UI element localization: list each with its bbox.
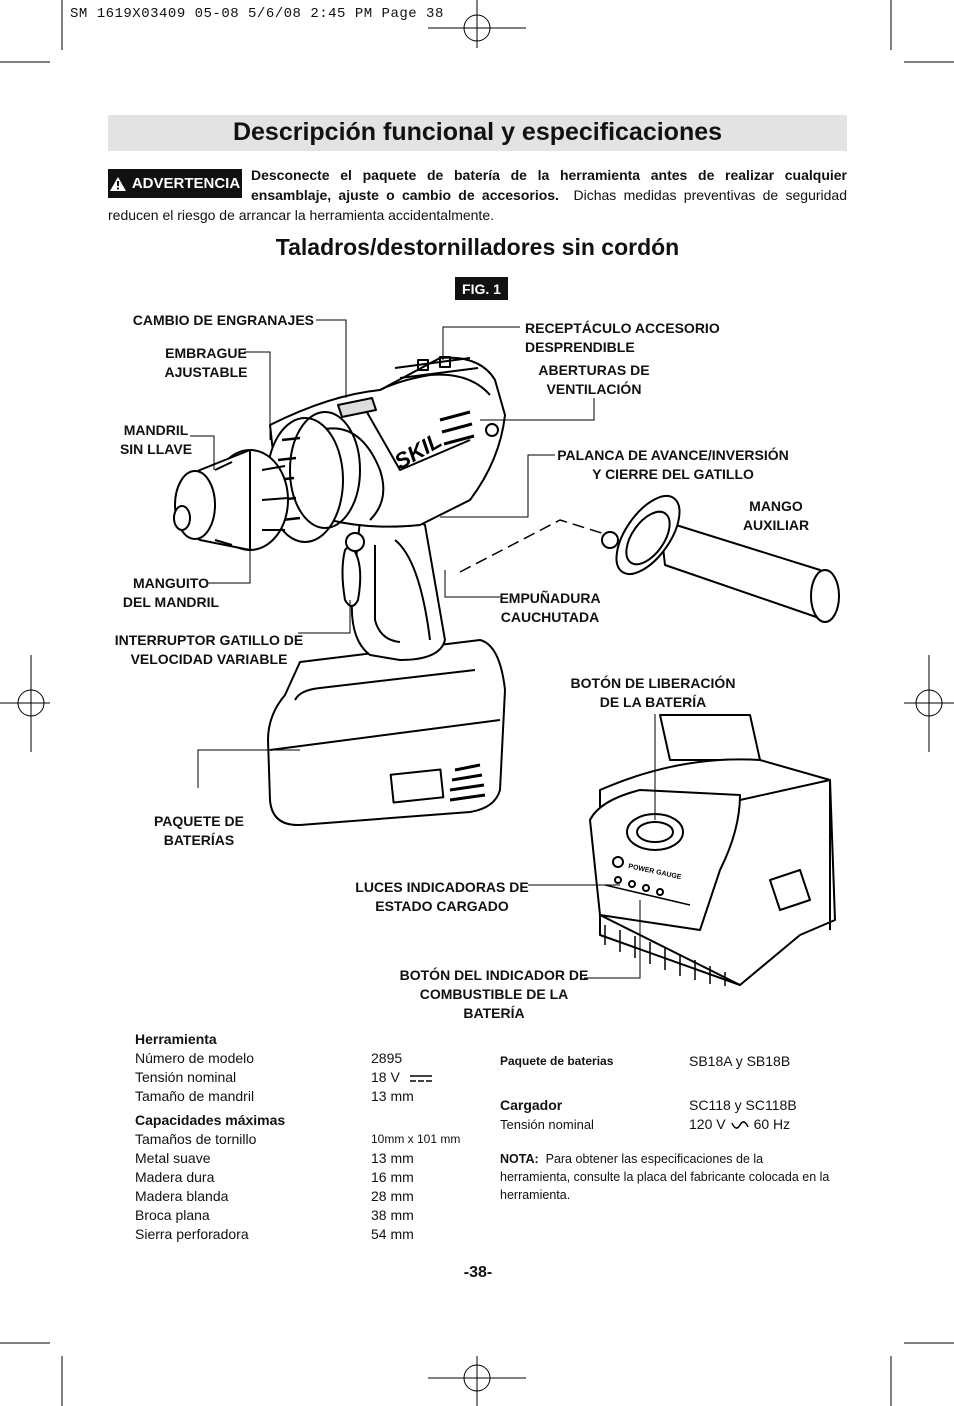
- spec-row: Sierra perforadora 54 mm: [135, 1225, 475, 1244]
- spec-value: 13 mm: [371, 1150, 414, 1166]
- spec-row: Metal suave 13 mm: [135, 1149, 475, 1168]
- callout-vents-line1: ABERTURAS DE: [538, 362, 650, 378]
- rated-frequency-value: 60 Hz: [753, 1116, 791, 1132]
- callout-fuel-line2: COMBUSTIBLE DE LA BATERÍA: [419, 986, 569, 1021]
- note-text: Para obtener las especificaciones de la …: [500, 1152, 830, 1202]
- callout-clutch: EMBRAGUE AJUSTABLE: [150, 344, 262, 382]
- figure-label: FIG. 1: [455, 277, 508, 300]
- callout-grip-line2: CAUCHUTADA: [500, 609, 600, 625]
- spec-row: Tamaño de mandril 13 mm: [135, 1087, 475, 1106]
- dc-symbol-icon: [409, 1075, 432, 1082]
- callout-gear-change: CAMBIO DE ENGRANAJES: [132, 312, 314, 328]
- spec-label: Tamaño de mandril: [135, 1088, 255, 1104]
- callout-accessory: RECEPTÁCULO ACCESORIO DESPRENDIBLE: [525, 320, 720, 355]
- callout-aux-line2: AUXILIAR: [742, 517, 810, 533]
- spec-label: Tensión nominal: [135, 1069, 237, 1085]
- callout-sleeve-line2: DEL MANDRIL: [122, 594, 220, 610]
- tool-heading: Herramienta: [135, 1031, 217, 1047]
- warning-normal: Dichas medidas preventivas de seguridad …: [108, 187, 847, 223]
- capacities-heading: Capacidades máximas: [135, 1112, 286, 1128]
- warning-triangle-icon: [109, 176, 126, 191]
- spec-label: Sierra perforadora: [135, 1226, 249, 1242]
- callout-lights-line1: LUCES INDICADORAS DE: [355, 879, 529, 895]
- callout-aux-line1: MANGO: [749, 498, 803, 514]
- battery-pack-label: Paquete de baterias: [500, 1054, 614, 1068]
- callout-rubber-grip: EMPUÑADURA CAUCHUTADA: [494, 589, 606, 627]
- callout-sleeve-line1: MANGUITO: [133, 575, 209, 591]
- callout-release-line2: DE LA BATERÍA: [599, 694, 707, 710]
- spec-row: Madera dura 16 mm: [135, 1168, 475, 1187]
- spec-row: Madera blanda 28 mm: [135, 1187, 475, 1206]
- callout-battery-line1: PAQUETE DE: [154, 813, 244, 829]
- spec-value: 18 V: [371, 1069, 400, 1085]
- callout-lever-line2: Y CIERRE DEL GATILLO: [592, 466, 754, 482]
- rated-voltage-label: Tensión nominal: [500, 1117, 594, 1132]
- warning-badge: ADVERTENCIA: [108, 169, 242, 198]
- callout-battery-pack: PAQUETE DE BATERÍAS: [140, 812, 258, 850]
- ac-symbol-icon: [730, 1121, 749, 1129]
- print-slug: SM 1619X03409 05-08 5/6/08 2:45 PM Page …: [70, 6, 444, 22]
- section-subtitle: Taladros/destornilladores sin cordón: [275, 234, 680, 260]
- callout-clutch-line1: EMBRAGUE: [165, 345, 247, 361]
- callout-release-line1: BOTÓN DE LIBERACIÓN: [570, 675, 736, 691]
- page-title: Descripción funcional y especificaciones: [232, 118, 723, 146]
- callout-trigger: INTERRUPTOR GATILLO DE VELOCIDAD VARIABL…: [112, 631, 306, 669]
- page-number: -38-: [463, 1264, 493, 1281]
- spec-label: Madera dura: [135, 1169, 215, 1185]
- callout-fuel-line1: BOTÓN DEL INDICADOR DE: [399, 967, 589, 983]
- callout-aux-handle: MANGO AUXILIAR: [728, 497, 824, 535]
- warning-text: Desconecte el paquete de batería de la h…: [108, 165, 847, 225]
- warning-bold: Desconecte el paquete de batería de la h…: [251, 167, 847, 203]
- callout-lever-line1: PALANCA DE AVANCE/INVERSIÓN: [557, 447, 789, 463]
- charger-value: SC118 y SC118B: [689, 1097, 797, 1113]
- spec-row: Cargador SC118 y SC118B: [500, 1096, 830, 1115]
- spec-value: 38 mm: [371, 1207, 414, 1223]
- callout-indicator-lights: LUCES INDICADORAS DE ESTADO CARGADO: [350, 878, 534, 916]
- specs-tool: Herramienta Número de modelo 2895 Tensión…: [135, 1030, 475, 1244]
- title-bar: [108, 115, 847, 151]
- spec-value: 2895: [371, 1050, 403, 1066]
- callout-keyless-chuck: MANDRIL SIN LLAVE: [110, 421, 202, 459]
- spec-value: 13 mm: [371, 1088, 414, 1104]
- spec-value: 54 mm: [371, 1226, 414, 1242]
- spec-row: Broca plana 38 mm: [135, 1206, 475, 1225]
- callout-release-button: BOTÓN DE LIBERACIÓN DE LA BATERÍA: [565, 674, 741, 712]
- spec-row: Tamaños de tornillo 10mm x 101 mm: [135, 1130, 475, 1149]
- spec-label: Broca plana: [135, 1207, 210, 1223]
- note-label: NOTA:: [500, 1152, 539, 1166]
- spec-label: Tamaños de tornillo: [135, 1131, 257, 1147]
- callout-trigger-line2: VELOCIDAD VARIABLE: [130, 651, 288, 667]
- note: NOTA: Para obtener las especificaciones …: [500, 1150, 830, 1204]
- rated-voltage-value: 120 V: [689, 1116, 726, 1132]
- callout-fuel-gauge-button: BOTÓN DEL INDICADOR DE COMBUSTIBLE DE LA…: [388, 966, 600, 1023]
- spec-row: Paquete de baterias SB18A y SB18B: [500, 1052, 830, 1071]
- spec-value: 10mm x 101 mm: [371, 1132, 461, 1146]
- spec-row: Tensión nominal 120 V 60 Hz: [500, 1115, 830, 1134]
- callout-battery-line2: BATERÍAS: [163, 832, 235, 848]
- callout-clutch-line2: AJUSTABLE: [164, 364, 248, 380]
- spec-label: Número de modelo: [135, 1050, 255, 1066]
- spec-row: Tensión nominal 18 V: [135, 1068, 475, 1087]
- callout-vents-line2: VENTILACIÓN: [546, 381, 642, 397]
- battery-pack-value: SB18A y SB18B: [689, 1053, 791, 1069]
- warning-badge-label: ADVERTENCIA: [131, 175, 241, 192]
- spec-value: 28 mm: [371, 1188, 414, 1204]
- specs-battery-charger: Paquete de baterias SB18A y SB18B Cargad…: [500, 1052, 830, 1204]
- spec-label: Metal suave: [135, 1150, 211, 1166]
- callout-trigger-line1: INTERRUPTOR GATILLO DE: [114, 632, 304, 648]
- callout-grip-line1: EMPUÑADURA: [499, 590, 601, 606]
- spec-value: 16 mm: [371, 1169, 414, 1185]
- callout-fwd-rev-lever: PALANCA DE AVANCE/INVERSIÓN Y CIERRE DEL…: [548, 446, 798, 484]
- spec-row: Número de modelo 2895: [135, 1049, 475, 1068]
- charger-label: Cargador: [500, 1097, 563, 1113]
- callout-chuck-line1: MANDRIL: [123, 422, 189, 438]
- spec-label: Madera blanda: [135, 1188, 229, 1204]
- callout-chuck-sleeve: MANGUITO DEL MANDRIL: [112, 574, 230, 612]
- callout-vents: ABERTURAS DE VENTILACIÓN: [524, 361, 664, 399]
- callout-lights-line2: ESTADO CARGADO: [375, 898, 509, 914]
- callout-chuck-line2: SIN LLAVE: [119, 441, 193, 457]
